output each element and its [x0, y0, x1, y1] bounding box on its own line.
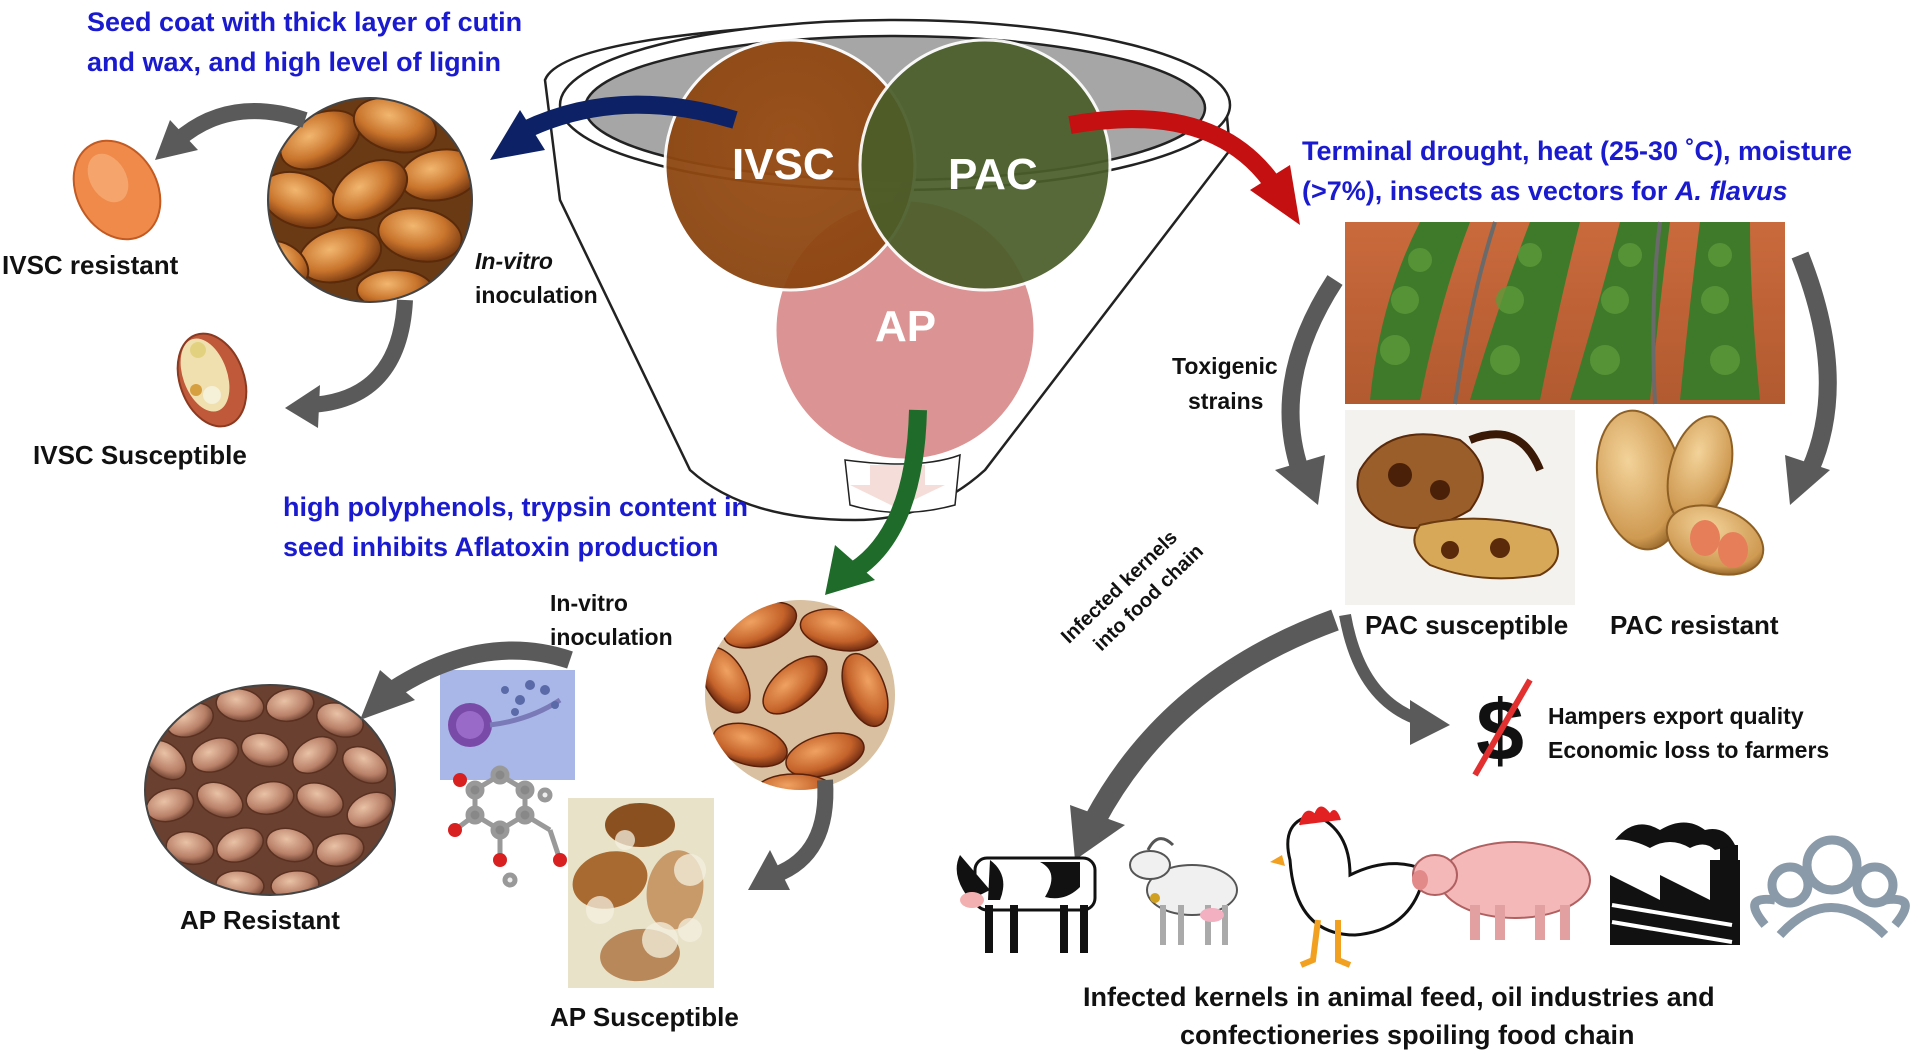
pac-circle-label: PAC [948, 150, 1038, 199]
ivsc-susceptible-label: IVSC Susceptible [33, 440, 247, 470]
pac-description-line2-plain: (>7%), insects as vectors for [1302, 176, 1668, 206]
ap-almond-kernels-image [705, 600, 895, 790]
arrow-to-food-chain [1085, 609, 1339, 826]
pac-susceptible-label: PAC susceptible [1365, 610, 1569, 640]
ivsc-description-line1: Seed coat with thick layer of cutin [87, 7, 523, 37]
ivsc-inoculation-italic: In-vitro [475, 248, 553, 274]
pac-circle [858, 38, 1112, 292]
people-icon [1750, 835, 1910, 939]
arrow-to-ap-resistant [379, 641, 573, 703]
ivsc-resistant-seed [72, 139, 162, 241]
ivsc-kernels-image [267, 97, 473, 303]
ap-resistant-label: AP Resistant [180, 905, 340, 935]
fungus-micrograph-image [440, 670, 575, 780]
field-image [1345, 221, 1785, 405]
navy-arrow [521, 95, 738, 139]
cow-icon [956, 855, 1097, 953]
toxigenic-line2: strains [1188, 388, 1264, 414]
factory-icon [1610, 822, 1740, 945]
ivsc-susceptible-seed [176, 332, 248, 428]
hen-icon [1270, 806, 1427, 968]
pig-icon [1412, 841, 1591, 940]
dollar-crossed-icon: $ [1472, 678, 1533, 779]
ivsc-resistant-label: IVSC resistant [2, 250, 179, 280]
ap-susceptible-image [568, 798, 714, 988]
ap-inoculation-line1: In-vitro [550, 590, 628, 616]
aflatoxin-molecule-image [448, 765, 567, 888]
economic-line2: Economic loss to farmers [1548, 737, 1830, 763]
pac-resistant-image [1595, 409, 1765, 576]
green-arrow [849, 409, 927, 578]
red-arrow [1068, 110, 1278, 186]
ap-susceptible-label: AP Susceptible [550, 1002, 739, 1032]
economic-line1: Hampers export quality [1548, 703, 1804, 729]
ivsc-inoculation-rest: inoculation [475, 282, 598, 308]
arrow-to-pac-resistant [1791, 251, 1837, 474]
bottom-caption-line2: confectioneries spoiling food chain [1180, 1020, 1635, 1050]
ivsc-circle-label: IVSC [732, 140, 835, 189]
bottom-caption-line1: Infected kernels in animal feed, oil ind… [1083, 982, 1715, 1012]
goat-icon [1129, 837, 1238, 945]
pac-description-line2-italic: A. flavus [1674, 176, 1788, 206]
arrow-to-ap-susceptible [771, 779, 834, 883]
pac-description-line2: (>7%), insects as vectors for A. flavus [1302, 171, 1787, 211]
ap-description-line2: seed inhibits Aflatoxin production [283, 532, 719, 562]
ap-resistant-kernels-image [144, 684, 396, 896]
toxigenic-line1: Toxigenic [1172, 353, 1278, 379]
ap-circle-label: AP [875, 302, 937, 351]
pac-description-line1: Terminal drought, heat (25-30 ˚C), moist… [1302, 136, 1853, 166]
pac-resistant-label: PAC resistant [1610, 610, 1779, 640]
arrow-to-ivsc-resistant [172, 103, 308, 147]
arrow-to-economic [1339, 613, 1423, 726]
funnel-drip-arrow [850, 465, 945, 508]
ap-description-line1: high polyphenols, trypsin content in [283, 492, 748, 522]
pac-susceptible-image [1345, 410, 1575, 605]
arrow-to-ivsc-susceptible [309, 299, 413, 413]
arrow-toxigenic [1281, 275, 1343, 473]
ap-inoculation-line2: inoculation [550, 624, 673, 650]
ivsc-description-line2: and wax, and high level of lignin [87, 47, 502, 77]
